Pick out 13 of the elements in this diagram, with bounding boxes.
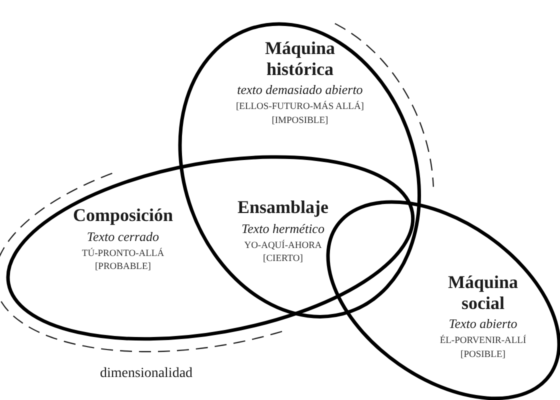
node-note: TÚ-PRONTO-ALLÁ [PROBABLE]: [80, 248, 166, 274]
node-note: [ELLOS-FUTURO-MÁS ALLÁ] [IMPOSIBLE]: [234, 101, 365, 128]
node-title: Máquina histórica: [264, 38, 336, 80]
node-note: ÉL-PORVENIR-ALLÍ [POSIBLE]: [438, 335, 528, 362]
axis-caption: dimensionalidad: [100, 366, 193, 382]
node-subtitle: Texto hermético: [240, 220, 326, 237]
node-subtitle: Texto cerrado: [86, 228, 160, 245]
node-title: Ensamblaje: [236, 197, 330, 218]
node-title: Máquina social: [446, 272, 519, 314]
node-title: Composición: [72, 204, 174, 226]
node-subtitle: Texto abierto: [448, 316, 518, 332]
node-subtitle: texto demasiado abierto: [236, 82, 364, 98]
node-note: YO-AQUÍ-AHORA [CIERTO]: [243, 240, 323, 266]
